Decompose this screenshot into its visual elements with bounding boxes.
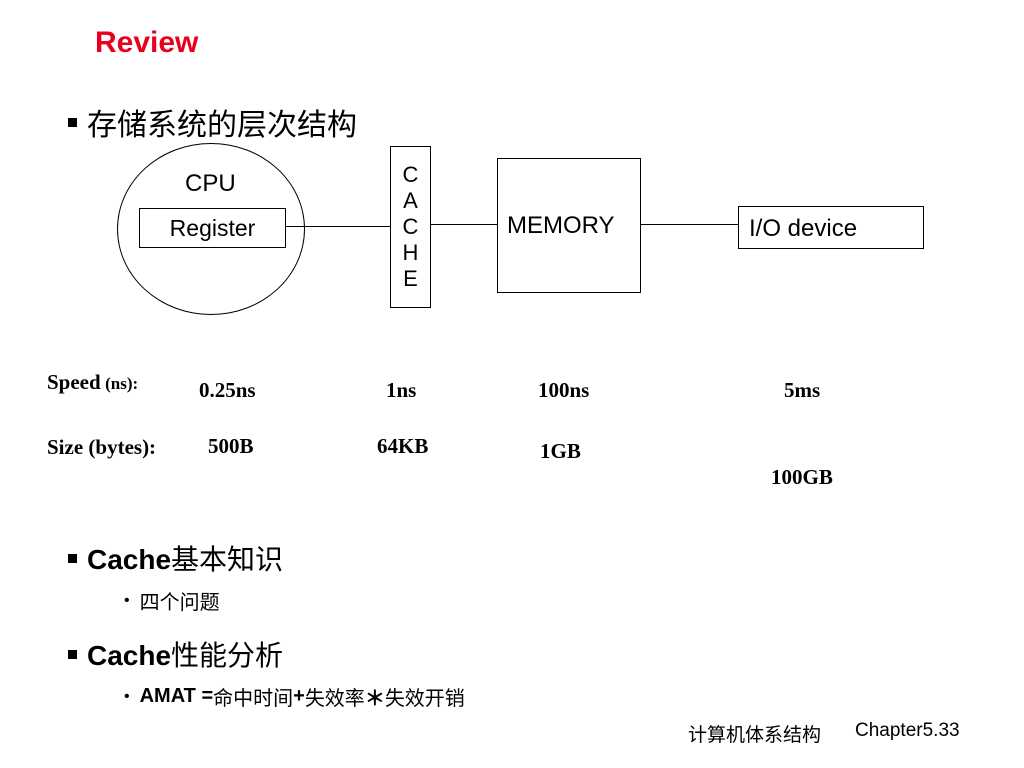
dot-bullet-icon: • [124,591,130,609]
sub-item-four-questions: • 四个问题 [124,586,220,615]
cache-letter: C [402,214,419,239]
section-heading-prefix: Cache [87,544,172,575]
sub-item-text: 四个问题 [139,592,220,614]
amat-prefix: AMAT = [139,685,214,707]
connector-memory-io [641,224,738,225]
amat-plus: + [293,685,305,707]
speed-row-label: Speed (ns): [47,370,138,395]
amat-miss-penalty: 失效开销 [384,688,465,710]
connector-register-cache [286,226,390,227]
footer-page-number: Chapter5.33 [855,720,960,741]
cache-letter: H [402,240,419,265]
square-bullet-icon [68,117,77,127]
memory-box: MEMORY [497,158,641,293]
section-heading-cache-performance: Cache性能分析 [68,634,283,674]
speed-unit: (ns): [105,374,139,393]
amat-miss-rate: 失效率 [304,688,365,710]
amat-times: ＊ [364,688,385,710]
io-device-label: I/O device [749,215,858,242]
section-heading-prefix: Cache [87,640,172,671]
section-heading-text: 存储系统的层次结构 [87,109,357,142]
speed-value-register: 0.25ns [199,378,256,402]
square-bullet-icon [68,553,77,563]
size-value-memory: 1GB [540,439,581,463]
size-value-io: 100GB [771,465,833,489]
section-heading-suffix: 基本知识 [171,544,284,575]
cpu-ellipse [117,143,305,315]
io-device-box: I/O device [738,206,924,249]
size-value-cache: 64KB [377,434,429,458]
memory-label: MEMORY [507,212,615,239]
slide-title: Review [95,26,199,59]
size-value-register: 500B [208,434,254,458]
speed-value-cache: 1ns [386,378,417,402]
size-label: Size (bytes): [47,435,157,459]
speed-value-io: 5ms [784,378,821,402]
amat-hit-time: 命中时间 [213,688,294,710]
dot-bullet-icon: • [124,687,130,705]
section-heading-cache-basics: Cache基本知识 [68,538,283,578]
speed-value-memory: 100ns [538,378,590,402]
cache-box: C A C H E [390,146,431,308]
footer-course: 计算机体系结构 [688,725,822,746]
speed-label: Speed [47,370,101,394]
square-bullet-icon [68,649,77,659]
section-heading-suffix: 性能分析 [171,640,284,671]
cache-letter: A [403,188,418,213]
cache-letter: E [403,266,418,291]
cache-letter: C [402,162,419,187]
connector-cache-memory [431,224,497,225]
cpu-label: CPU [185,170,236,197]
register-label: Register [169,214,256,241]
register-box: Register [139,208,286,248]
sub-item-amat-formula: • AMAT = 命中时间+失效率＊失效开销 [124,682,465,711]
section-heading-hierarchy: 存储系统的层次结构 [68,100,357,144]
